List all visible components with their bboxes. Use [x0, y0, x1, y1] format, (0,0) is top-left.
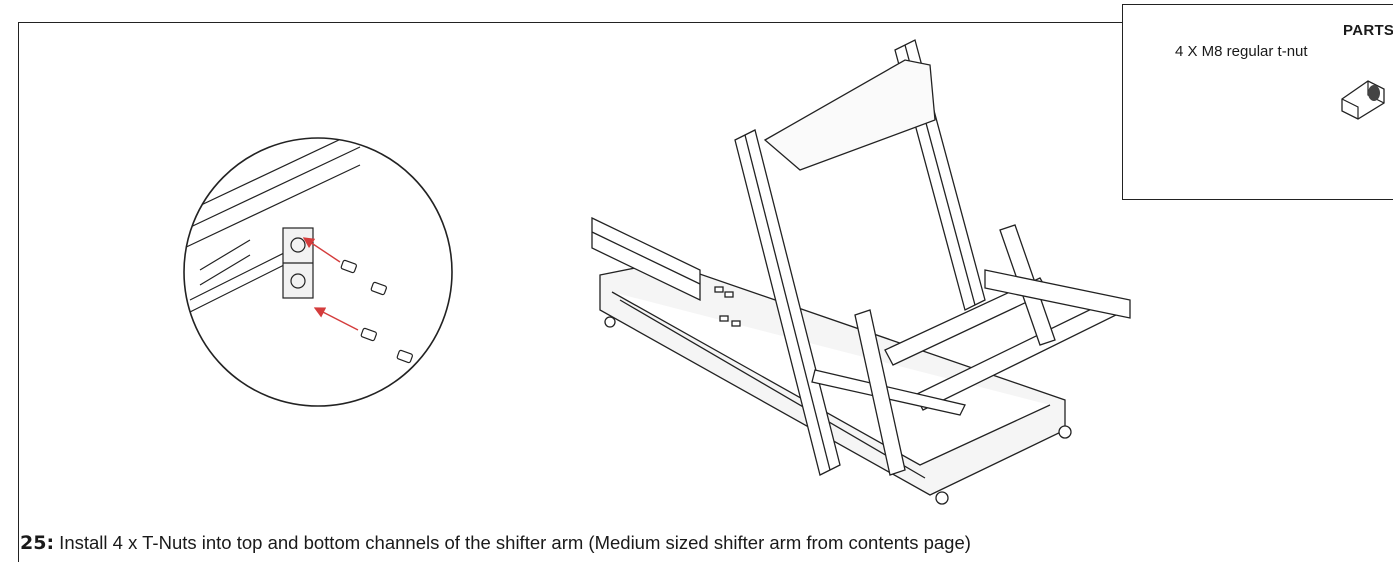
parts-item: 4 X M8 regular t-nut: [1175, 43, 1308, 60]
step-number: 25:: [20, 532, 55, 554]
arrow-icon: [302, 237, 359, 331]
step-text: Install 4 x T-Nuts into top and bottom c…: [54, 532, 971, 553]
t-nut-icon: [1341, 80, 1385, 120]
zoom-detail: [183, 137, 453, 407]
parts-box: PARTS 4 X M8 regular t-nut: [1122, 4, 1393, 200]
step-caption: 25: Install 4 x T-Nuts into top and bott…: [20, 532, 971, 554]
step-frame: [18, 22, 1393, 562]
parts-title: PARTS: [1343, 22, 1393, 39]
wheel-stand-rig: [591, 39, 1131, 505]
